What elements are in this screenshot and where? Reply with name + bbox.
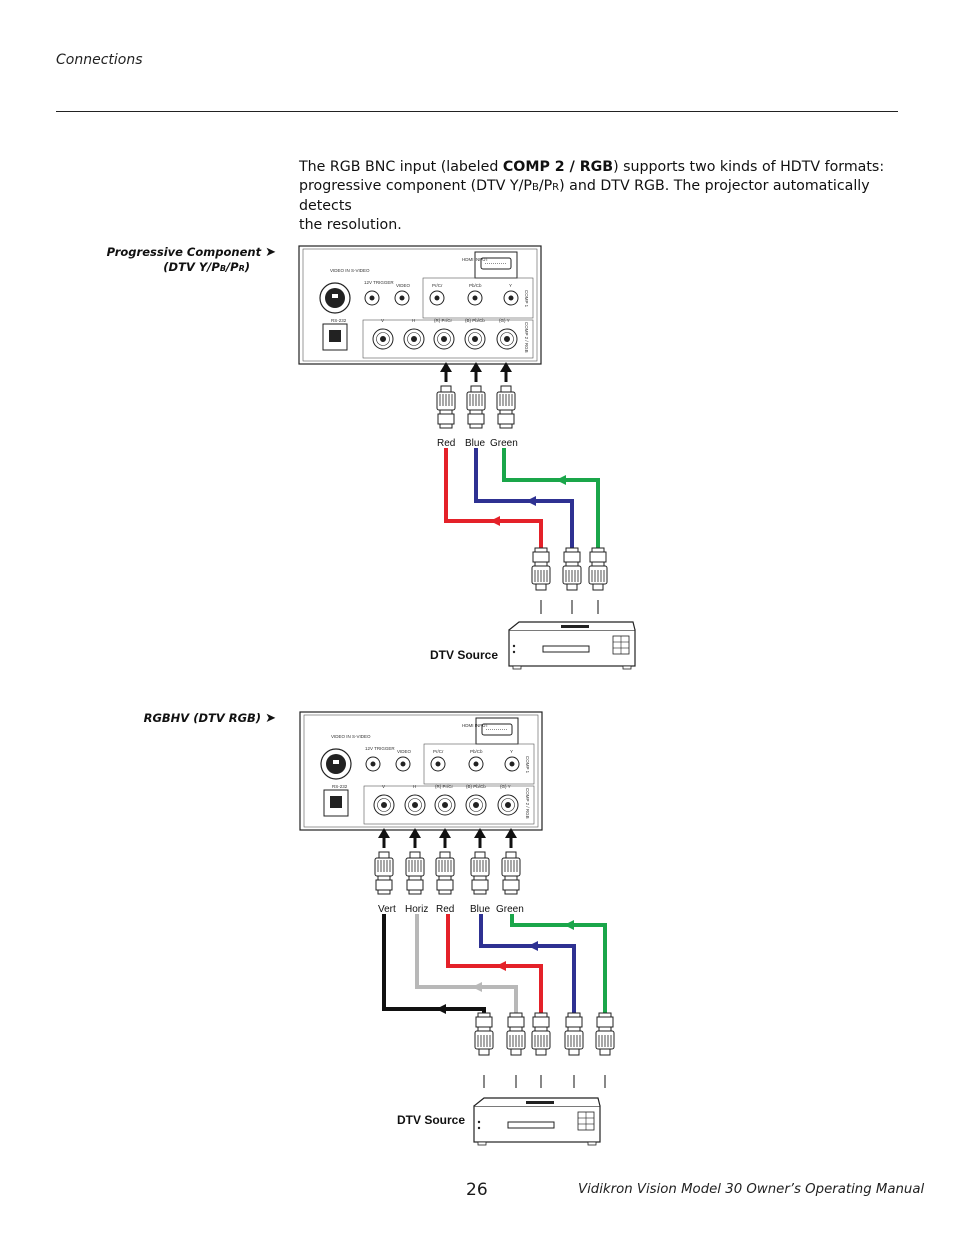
bnc-plug-icon (471, 852, 489, 894)
panel1-hdmi-label: HDMI INPUT (462, 257, 488, 262)
intro-text-3: progressive component (DTV Y/P (299, 178, 532, 194)
dtv-source-device-icon (508, 621, 636, 670)
bnc-plug-icon (531, 1012, 551, 1056)
pointer-arrow-icon: ➤ (265, 711, 276, 726)
intro-text-2: ) supports two kinds of HDTV formats: (613, 159, 885, 175)
panel1-input-arrows (440, 362, 512, 382)
diagram1-label: Progressive Component ➤ (DTV Y/PB/PR) (70, 245, 276, 276)
bnc-plug-icon (467, 386, 485, 428)
panel2-rpr-label: (R) Pr/Cr (435, 784, 453, 789)
diagram1-label-line2b: /P (225, 260, 239, 274)
panel2-trigger-label: 12V TRIGGER (365, 746, 395, 751)
dtv-source-label: DTV Source (430, 648, 498, 662)
projector-panel-1 (298, 245, 542, 365)
bnc-plug-icon (588, 547, 608, 591)
panel2-h-label: H (413, 784, 416, 789)
panel2-y-label: Y (510, 749, 513, 754)
diagram2-label: RGBHV (DTV RGB) ➤ (70, 711, 276, 726)
intro-text-4: /P (538, 178, 553, 194)
panel2-svideo-label: VIDEO IN S-VIDEO (331, 734, 371, 739)
intro-text-6: the resolution. (299, 217, 402, 233)
bnc-plug-icon (595, 1012, 615, 1056)
panel1-rpr-label: (R) Pr/Cr (434, 318, 452, 323)
panel1-video-label: VIDEO (396, 283, 411, 288)
diagram1-flow-arrows (490, 475, 590, 526)
bnc-plug-icon (502, 852, 520, 894)
panel2-v-label: V (382, 784, 385, 789)
manual-title: Vidikron Vision Model 30 Owner’s Operati… (578, 1182, 925, 1197)
bnc-plug-icon (474, 1012, 494, 1056)
panel1-labels: HDMI INPUT VIDEO IN S-VIDEO 12V TRIGGER … (330, 257, 529, 353)
intro-text-1: The RGB BNC input (labeled (299, 159, 503, 175)
diagram1-label-sub-b: B (219, 264, 226, 273)
cable-label: Horiz (405, 904, 428, 915)
panel2-input-arrows (378, 828, 517, 848)
projector-panel-2 (299, 711, 543, 831)
dtv-source-device-icon (473, 1097, 601, 1146)
diagram1-cables (444, 448, 600, 550)
bnc-plug-icon (506, 1012, 526, 1056)
intro-text-5: ) and DTV RGB. The projector automatical… (299, 178, 870, 214)
diagram2: HDMI INPUT VIDEO IN S-VIDEO 12V TRIGGER … (299, 711, 615, 1146)
panel1-gy-label: (G) Y (499, 318, 510, 323)
diagram2-cables (382, 914, 607, 1015)
section-header: Connections (56, 52, 143, 68)
diagram2-label-text: RGBHV (DTV RGB) (143, 711, 262, 725)
panel2-bpb-label: (B) Pb/Cb (466, 784, 486, 789)
bnc-plug-icon (436, 852, 454, 894)
panel2-prcr-label: Pr/Cr (433, 749, 444, 754)
panel1-trigger-label: 12V TRIGGER (364, 280, 394, 285)
header-rule (56, 111, 898, 112)
cable-label: Blue (465, 438, 485, 449)
panel1-comp2-label: COMP 2 / RGB (524, 322, 529, 353)
diagram1-label-sub-r: R (238, 264, 245, 273)
panel1-prcr-label: Pr/Cr (432, 283, 443, 288)
diagram1-source-leads (540, 600, 599, 614)
panel1-pbcb-label: Pb/Cb (469, 283, 482, 288)
panel1-bpb-label: (B) Pb/Cb (465, 318, 485, 323)
pointer-arrow-icon: ➤ (265, 245, 276, 260)
dtv-source-label: DTV Source (397, 1113, 465, 1127)
bnc-plug-icon (437, 386, 455, 428)
panel2-comp1-label: COMP 1 (525, 756, 530, 774)
bnc-plug-icon (497, 386, 515, 428)
cable-label: Vert (378, 904, 396, 915)
cable-label: Red (437, 438, 455, 449)
cable-label: Red (436, 904, 454, 915)
bnc-plug-icon (562, 547, 582, 591)
diagram1: HDMI INPUT VIDEO IN S-VIDEO 12V TRIGGER … (298, 245, 636, 670)
intro-sub-r: R (552, 182, 560, 193)
panel2-rs232-label: RS-232 (332, 784, 348, 789)
page-number: 26 (466, 1180, 488, 1200)
panel1-v-label: V (381, 318, 384, 323)
panel2-video-label: VIDEO (397, 749, 412, 754)
bnc-plug-icon (406, 852, 424, 894)
diagram1-label-line2a: (DTV Y/P (163, 260, 220, 274)
cable-label: Blue (470, 904, 490, 915)
diagram2-flow-arrows (436, 920, 597, 1014)
cable-label: Green (496, 904, 524, 915)
panel2-pbcb-label: Pb/Cb (470, 749, 483, 754)
bnc-plug-icon (375, 852, 393, 894)
cable-label: Green (490, 438, 518, 449)
diagram1-label-line1: Progressive Component (106, 245, 262, 259)
panel2-labels: HDMI INPUT VIDEO IN S-VIDEO 12V TRIGGER … (331, 723, 530, 819)
panel1-svideo-label: VIDEO IN S-VIDEO (330, 268, 370, 273)
panel1-rs232-label: RS-232 (331, 318, 347, 323)
diagram1-label-line2c: ) (244, 260, 250, 274)
panel2-comp2-label: COMP 2 / RGB (525, 788, 530, 819)
intro-sub-b: B (531, 182, 539, 193)
panel2-gy-label: (G) Y (500, 784, 511, 789)
intro-paragraph: The RGB BNC input (labeled COMP 2 / RGB)… (299, 158, 909, 235)
diagram2-source-leads (483, 1075, 606, 1088)
panel1-h-label: H (412, 318, 415, 323)
intro-bold-input-name: COMP 2 / RGB (502, 159, 614, 175)
panel2-hdmi-label: HDMI INPUT (462, 723, 488, 728)
panel1-comp1-label: COMP 1 (524, 290, 529, 308)
panel1-y-label: Y (509, 283, 512, 288)
bnc-plug-icon (531, 547, 551, 591)
bnc-plug-icon (564, 1012, 584, 1056)
